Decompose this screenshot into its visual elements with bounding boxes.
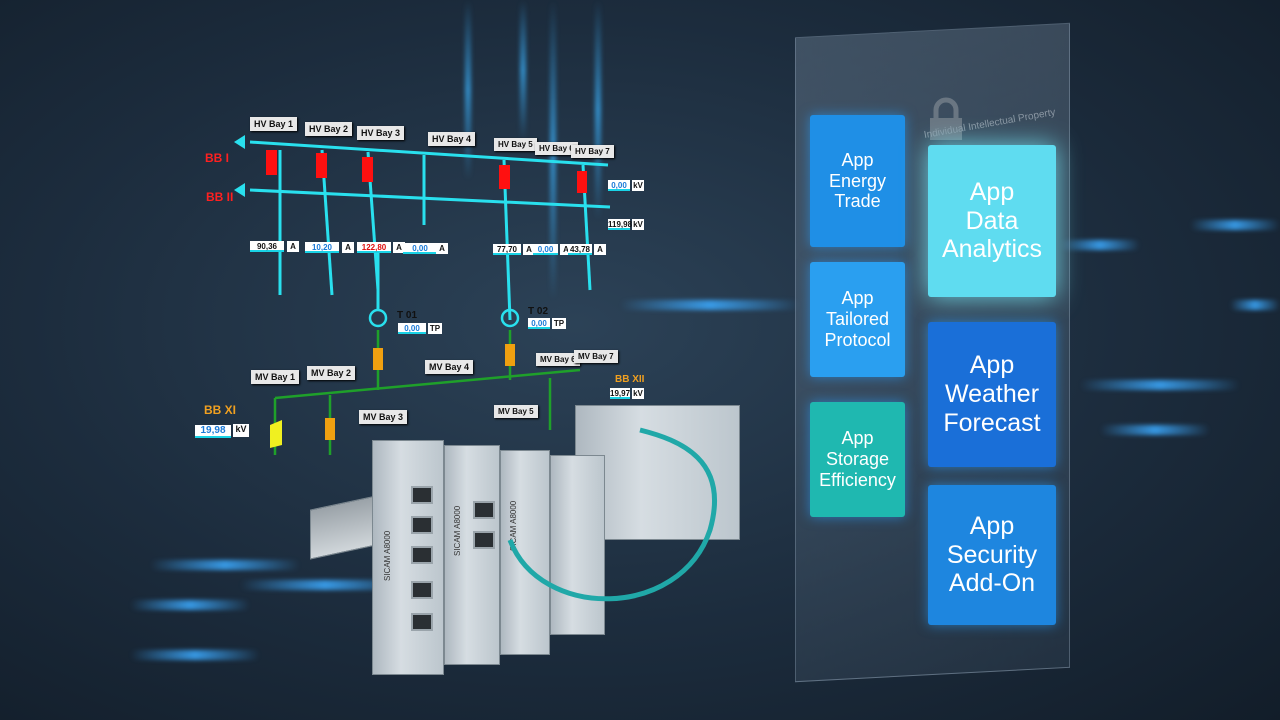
light-streak — [465, 0, 471, 180]
current-unit: A — [523, 244, 535, 255]
tile-line: App — [841, 149, 874, 170]
tile-line: Security — [946, 540, 1038, 569]
current-value: 10,20 — [305, 242, 339, 253]
tile-line: Energy — [828, 170, 887, 191]
light-streak — [1230, 300, 1280, 310]
current-unit: A — [594, 244, 606, 255]
hv-bay-label: HV Bay 3 — [357, 126, 405, 140]
voltage-unit: kV — [632, 219, 644, 230]
tile-line: Data — [965, 206, 1019, 235]
current-unit: A — [436, 243, 448, 254]
mv-bay-label: MV Bay 4 — [425, 360, 474, 374]
controller-module-cpu: SICAM A8000 — [372, 440, 444, 675]
light-streak — [130, 600, 250, 610]
device-label: SICAM A8000 — [453, 505, 462, 556]
hv-bay-label: HV Bay 4 — [428, 132, 476, 146]
busbar-bb-ii-label: BB II — [206, 190, 234, 204]
device-label: SICAM A8000 — [383, 530, 392, 581]
light-streak — [520, 0, 526, 140]
hv-bay-label: HV Bay 1 — [250, 117, 298, 131]
current-value: 122,80 — [357, 242, 391, 253]
light-streak — [240, 580, 410, 590]
mv-bay-label: MV Bay 2 — [307, 366, 356, 380]
mv-bay-label: MV Bay 7 — [574, 350, 618, 363]
tile-line: Add-On — [948, 569, 1036, 598]
tile-line: Efficiency — [819, 469, 896, 490]
tap-unit: TP — [552, 318, 566, 329]
light-streak — [130, 650, 260, 660]
current-value: 0,00 — [403, 243, 437, 254]
current-value: 0,00 — [533, 244, 558, 255]
tile-line: Analytics — [941, 235, 1043, 264]
mv-bay-label: MV Bay 3 — [359, 410, 408, 424]
transformer-label: T 02 — [528, 306, 549, 317]
light-streak — [620, 300, 800, 310]
voltage-unit: kV — [233, 424, 249, 437]
mv-bay-label: MV Bay 5 — [494, 405, 538, 418]
tile-line: Tailored — [825, 309, 890, 330]
voltage-value: 19,97 — [610, 388, 631, 399]
current-value: 77,70 — [493, 244, 521, 255]
tile-line: App — [969, 511, 1015, 540]
hv-bay-label: HV Bay 5 — [494, 138, 537, 151]
voltage-unit: kV — [632, 388, 644, 399]
controller-module-io: SICAM A8000 — [500, 450, 550, 655]
current-value: 90,36 — [250, 241, 284, 252]
current-value: 43,78 — [568, 244, 592, 255]
lock-icon — [930, 97, 962, 140]
ethernet-cable — [507, 427, 718, 602]
light-streak — [1100, 425, 1210, 435]
hv-bay-label: HV Bay 6 — [535, 142, 578, 155]
mv-bay-label: MV Bay 6 — [536, 353, 580, 366]
tile-line: Storage — [825, 449, 890, 470]
voltage-value: 0,00 — [608, 180, 630, 191]
busbar-bb-xi-label: BB XI — [204, 403, 237, 417]
voltage-unit: kV — [632, 180, 644, 191]
tile-line: App — [841, 288, 874, 309]
busbar-bb-i-label: BB I — [205, 151, 229, 165]
tile-line: Trade — [834, 191, 881, 212]
voltage-value: 119,98 — [608, 219, 633, 230]
light-streak — [1060, 240, 1140, 250]
tile-line: Protocol — [824, 329, 891, 350]
light-streak — [1080, 380, 1240, 390]
transformer-label: T 01 — [397, 310, 418, 321]
tile-line: Forecast — [943, 408, 1041, 437]
tile-line: App — [841, 428, 874, 449]
tile-line: App — [969, 177, 1015, 206]
tile-line: App — [969, 351, 1015, 380]
hv-bay-label: HV Bay 7 — [571, 145, 614, 158]
tap-value: 0,00 — [528, 318, 550, 329]
light-streak — [1190, 220, 1280, 230]
tap-unit: TP — [428, 323, 442, 334]
current-unit: A — [560, 244, 572, 255]
single-line-diagram — [234, 135, 611, 455]
busbar-bb-xii-label: BB XII — [615, 374, 645, 385]
tap-value: 0,00 — [398, 323, 426, 334]
controller-module-terminals — [550, 455, 605, 635]
current-unit: A — [393, 242, 405, 253]
hv-bay-label: HV Bay 2 — [305, 122, 353, 136]
mv-bay-label: MV Bay 1 — [251, 370, 300, 384]
light-streak — [595, 0, 601, 220]
current-unit: A — [287, 241, 299, 252]
voltage-value: 19,98 — [195, 425, 231, 438]
light-streak — [150, 560, 300, 570]
tile-line: Weather — [944, 380, 1040, 409]
current-unit: A — [342, 242, 354, 253]
controller-module-io: SICAM A8000 — [444, 445, 500, 665]
